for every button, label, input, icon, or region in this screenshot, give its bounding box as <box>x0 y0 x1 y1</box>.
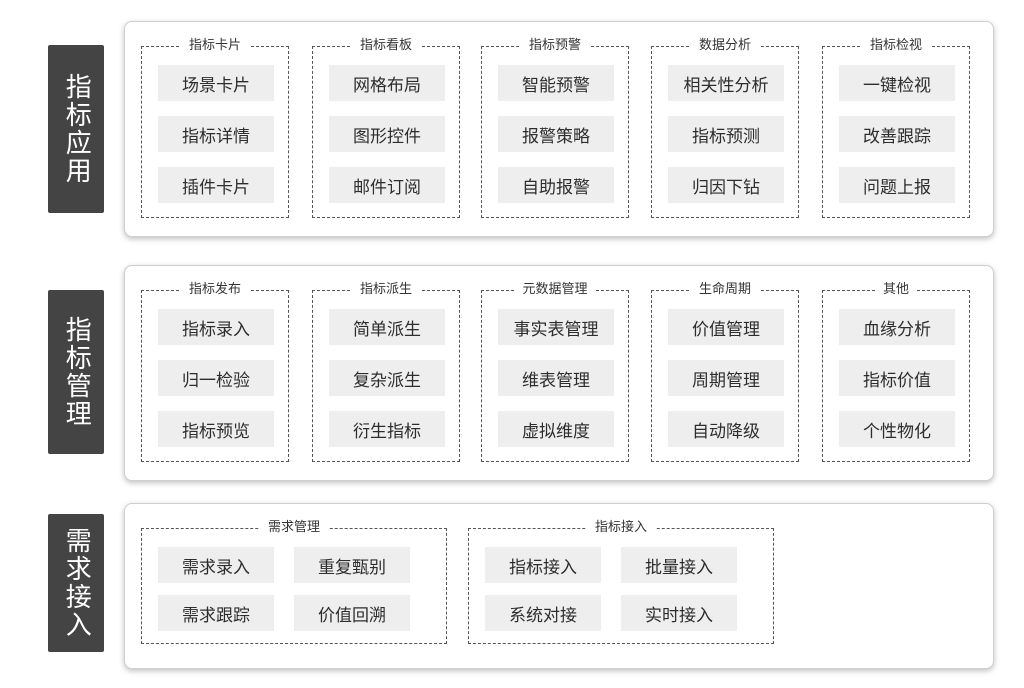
group-title: 指标检视 <box>861 38 931 54</box>
layer-label-application: 指标应用 <box>48 45 104 213</box>
group-other: 其他 血缘分析 指标价值 个性物化 <box>822 282 970 462</box>
group-title: 指标预警 <box>520 38 590 54</box>
item-personalized-materialization: 个性物化 <box>839 411 955 447</box>
item-smart-alert: 智能预警 <box>498 65 614 101</box>
panel-application: 指标卡片 场景卡片 指标详情 插件卡片 指标看板 网格布局 图形控件 邮件订阅 … <box>124 21 994 237</box>
item-metric-forecast: 指标预测 <box>668 116 784 152</box>
item-correlation-analysis: 相关性分析 <box>668 65 784 101</box>
group-title: 指标发布 <box>180 282 250 298</box>
item-fact-table-management: 事实表管理 <box>498 309 614 345</box>
group-metric-board: 指标看板 网格布局 图形控件 邮件订阅 <box>312 38 460 218</box>
item-one-click-inspection: 一键检视 <box>839 65 955 101</box>
item-value-management: 价值管理 <box>668 309 784 345</box>
item-metric-preview: 指标预览 <box>158 411 274 447</box>
item-scene-card: 场景卡片 <box>158 65 274 101</box>
group-data-analysis: 数据分析 相关性分析 指标预测 归因下钻 <box>651 38 799 218</box>
item-virtual-dimension: 虚拟维度 <box>498 411 614 447</box>
item-improvement-tracking: 改善跟踪 <box>839 116 955 152</box>
group-title: 数据分析 <box>690 38 760 54</box>
group-metric-intake: 指标接入 指标接入 批量接入 系统对接 实时接入 <box>468 520 774 644</box>
item-metric-intake: 指标接入 <box>485 547 601 583</box>
item-attribution-drilldown: 归因下钻 <box>668 167 784 203</box>
item-complex-derivation: 复杂派生 <box>329 360 445 396</box>
item-metric-value: 指标价值 <box>839 360 955 396</box>
item-duplicate-screening: 重复甄别 <box>294 547 410 583</box>
item-normalization-check: 归一检验 <box>158 360 274 396</box>
item-plugin-card: 插件卡片 <box>158 167 274 203</box>
panel-demand-intake: 需求管理 需求录入 重复甄别 需求跟踪 价值回溯 指标接入 指标接入 批量接入 … <box>124 503 994 669</box>
group-lifecycle: 生命周期 价值管理 周期管理 自动降级 <box>651 282 799 462</box>
item-alert-policy: 报警策略 <box>498 116 614 152</box>
item-batch-intake: 批量接入 <box>621 547 737 583</box>
item-system-integration: 系统对接 <box>485 595 601 631</box>
group-metric-publish: 指标发布 指标录入 归一检验 指标预览 <box>141 282 289 462</box>
group-title: 指标派生 <box>351 282 421 298</box>
item-cycle-management: 周期管理 <box>668 360 784 396</box>
item-demand-entry: 需求录入 <box>158 547 274 583</box>
item-chart-widget: 图形控件 <box>329 116 445 152</box>
group-title: 需求管理 <box>259 520 329 536</box>
panel-management: 指标发布 指标录入 归一检验 指标预览 指标派生 简单派生 复杂派生 衍生指标 … <box>124 265 994 481</box>
group-title: 指标看板 <box>351 38 421 54</box>
item-value-backtrace: 价值回溯 <box>294 595 410 631</box>
group-metric-inspection: 指标检视 一键检视 改善跟踪 问题上报 <box>822 38 970 218</box>
group-title: 指标接入 <box>586 520 656 536</box>
group-metric-alert: 指标预警 智能预警 报警策略 自助报警 <box>481 38 629 218</box>
item-lineage-analysis: 血缘分析 <box>839 309 955 345</box>
group-title: 其他 <box>874 282 918 298</box>
item-email-subscription: 邮件订阅 <box>329 167 445 203</box>
item-self-alert: 自助报警 <box>498 167 614 203</box>
item-derived-metric: 衍生指标 <box>329 411 445 447</box>
item-auto-downgrade: 自动降级 <box>668 411 784 447</box>
group-demand-management: 需求管理 需求录入 重复甄别 需求跟踪 价值回溯 <box>141 520 447 644</box>
item-demand-tracking: 需求跟踪 <box>158 595 274 631</box>
item-issue-report: 问题上报 <box>839 167 955 203</box>
group-title: 元数据管理 <box>514 282 596 298</box>
item-metric-entry: 指标录入 <box>158 309 274 345</box>
item-dimension-table-management: 维表管理 <box>498 360 614 396</box>
item-metric-detail: 指标详情 <box>158 116 274 152</box>
group-metric-derivation: 指标派生 简单派生 复杂派生 衍生指标 <box>312 282 460 462</box>
group-title: 指标卡片 <box>180 38 250 54</box>
layer-label-demand-intake: 需求接入 <box>48 514 104 652</box>
layer-label-management: 指标管理 <box>48 290 104 454</box>
item-simple-derivation: 简单派生 <box>329 309 445 345</box>
group-metadata-management: 元数据管理 事实表管理 维表管理 虚拟维度 <box>481 282 629 462</box>
item-realtime-intake: 实时接入 <box>621 595 737 631</box>
item-grid-layout: 网格布局 <box>329 65 445 101</box>
group-metric-card: 指标卡片 场景卡片 指标详情 插件卡片 <box>141 38 289 218</box>
group-title: 生命周期 <box>690 282 760 298</box>
